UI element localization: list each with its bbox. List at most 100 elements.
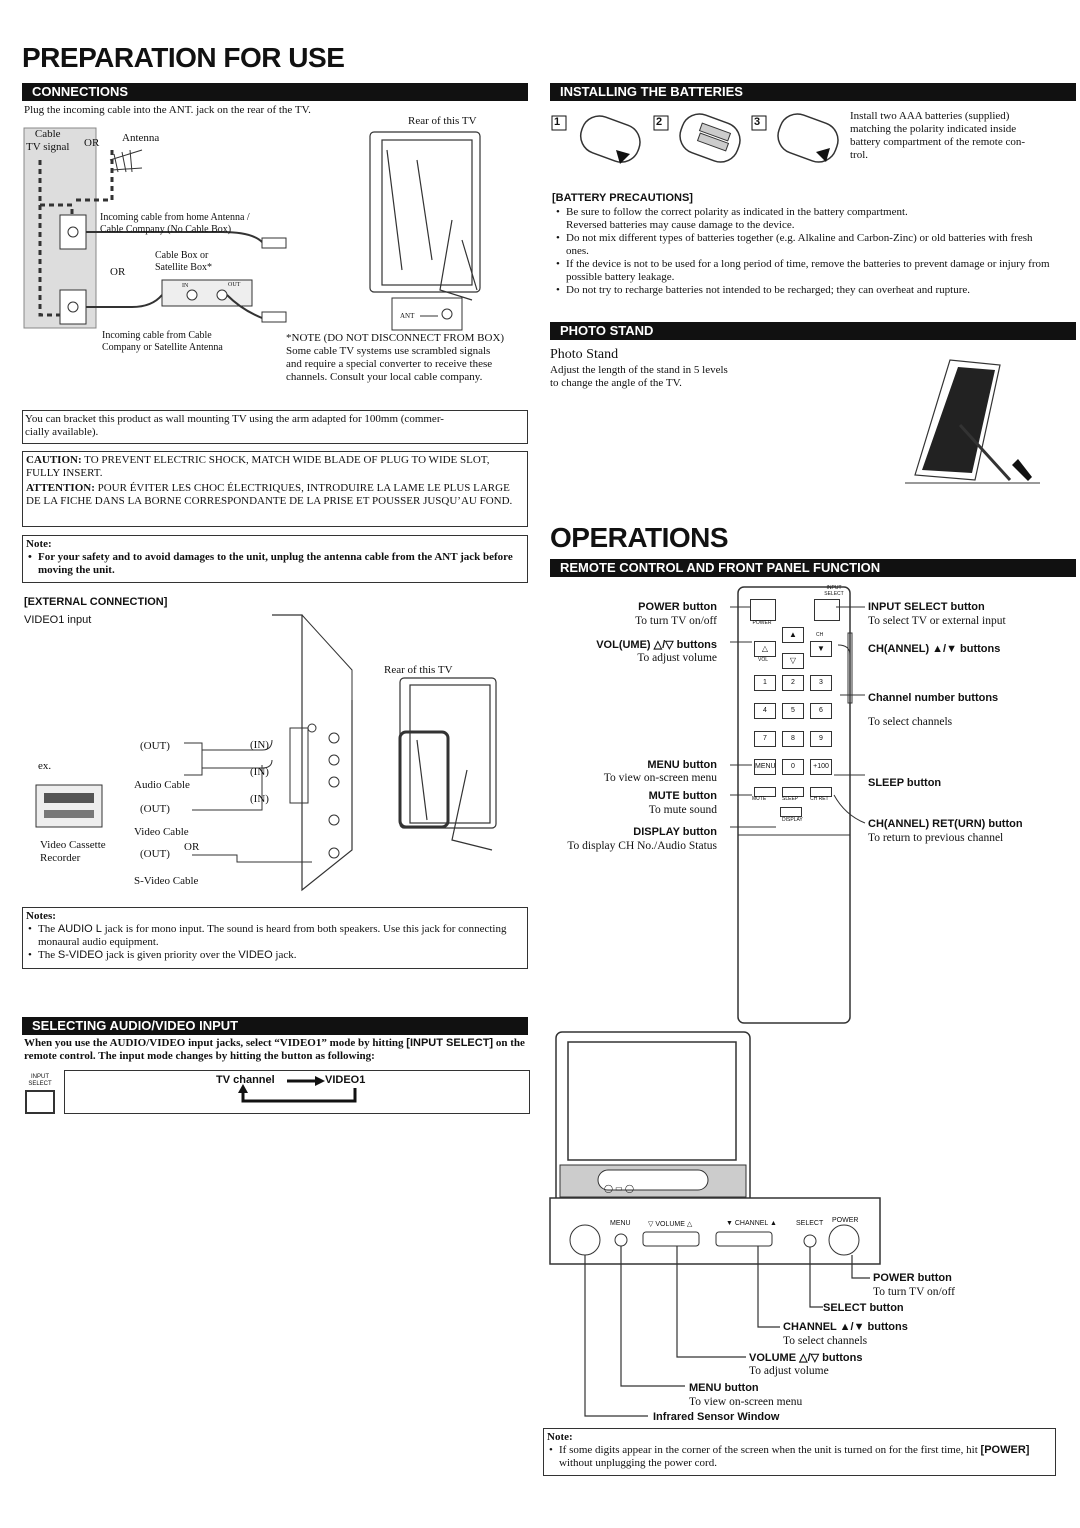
- front-volume-buttons-label: VOLUME △/▽ buttons: [749, 1352, 863, 1364]
- channel-buttons-label: CH(ANNEL) ▲/▼ buttons: [868, 643, 1001, 655]
- battery-step-3: 3: [754, 116, 761, 128]
- remote-key-1[interactable]: 1: [754, 675, 776, 691]
- connections-intro: Plug the incoming cable into the ANT. ja…: [24, 104, 311, 116]
- front-volume-label: ▽ VOLUME △: [648, 1221, 693, 1228]
- note-box-3: Note: If some digits appear in the corne…: [543, 1428, 1056, 1476]
- vcr-label: Video Cassette Recorder: [40, 839, 106, 864]
- antenna-label: Antenna: [122, 132, 160, 144]
- channel-number-buttons-desc: To select channels: [868, 716, 953, 728]
- ant-jack-label: ANT: [400, 312, 415, 320]
- remote-vol-up-button[interactable]: △: [754, 641, 776, 657]
- front-logo: ◯ ▭ ◯: [604, 1184, 634, 1193]
- cable-note: *NOTE (DO NOT DISCONNECT FROM BOX) Some …: [286, 332, 505, 383]
- external-connection-diagram: Rear of this TV ex. (OUT) (IN) (IN) Audi…: [22, 610, 530, 905]
- antenna-connection-diagram: Cable TV signal OR Antenna Rear of this …: [22, 115, 530, 400]
- remote-key-6[interactable]: 6: [810, 703, 832, 719]
- input-select-button-desc: To select TV or external input: [868, 615, 1006, 627]
- remote-power-button[interactable]: [750, 599, 776, 621]
- remote-sleep-button[interactable]: [782, 787, 804, 797]
- rear-tv-label-1: Rear of this TV: [408, 115, 477, 127]
- in-label-3: (IN): [250, 793, 269, 805]
- key-display-label: DISPLAY: [782, 817, 803, 823]
- remote-key-7[interactable]: 7: [754, 731, 776, 747]
- remote-ch-down-button[interactable]: ▼: [810, 641, 832, 657]
- front-volume-buttons-desc: To adjust volume: [749, 1365, 829, 1377]
- caution-text: TO PREVENT ELECTRIC SHOCK, MATCH WIDE BL…: [26, 454, 490, 479]
- cable-tv-signal-label: Cable TV signal: [26, 128, 70, 153]
- remote-key-5[interactable]: 5: [782, 703, 804, 719]
- note3-text: If some digits appear in the corner of t…: [547, 1444, 1052, 1470]
- mute-button-desc: To mute sound: [648, 804, 717, 816]
- remote-chret-button[interactable]: [810, 787, 832, 797]
- selecting-text: When you use the AUDIO/VIDEO input jacks…: [24, 1037, 525, 1062]
- remote-key-3[interactable]: 3: [810, 675, 832, 691]
- remote-key-0[interactable]: 0: [782, 759, 804, 775]
- video1-label: VIDEO1: [325, 1074, 366, 1086]
- menu-button-label: MENU button: [647, 759, 717, 771]
- front-panel-diagram: ◯ ▭ ◯ MENU ▽ VOLUME △ ▼ CHANNEL ▲ SELECT…: [548, 1030, 888, 1430]
- remote-key-2[interactable]: 2: [782, 675, 804, 691]
- front-channel-label: ▼ CHANNEL ▲: [726, 1220, 777, 1227]
- notes2-item-1: The AUDIO L jack is for mono input. The …: [26, 923, 524, 949]
- front-select-label: SELECT: [796, 1220, 824, 1227]
- front-panel-svg: [549, 1031, 881, 1417]
- front-select-button-label: SELECT button: [823, 1302, 904, 1314]
- note3-title: Note:: [547, 1431, 573, 1443]
- tv-channel-label: TV channel: [216, 1074, 275, 1086]
- remote-header: REMOTE CONTROL AND FRONT PANEL FUNCTION: [550, 559, 1076, 577]
- or-label-1: OR: [84, 137, 100, 149]
- remote-ch-up-button[interactable]: ▲: [782, 627, 804, 643]
- remote-key-9[interactable]: 9: [810, 731, 832, 747]
- input-cycle-arrows: [238, 1076, 357, 1103]
- front-menu-label: MENU: [610, 1220, 631, 1227]
- remote-input-select-button[interactable]: [814, 599, 840, 621]
- out-label-2: (OUT): [140, 803, 170, 815]
- wall-mount-box: You can bracket this product as wall mou…: [22, 410, 528, 444]
- incoming-cable-label: Incoming cable from Cable Company or Sat…: [102, 330, 223, 353]
- attention-text: POUR ÉVITER LES CHOC ÉLECTRIQUES, INTROD…: [26, 482, 513, 507]
- external-connection-title: [EXTERNAL CONNECTION]: [24, 596, 168, 608]
- key-chret-label: CH RET: [810, 796, 829, 802]
- battery-precaution-2: Do not mix different types of batteries …: [554, 232, 1054, 258]
- box-out-label: OUT: [228, 282, 241, 288]
- batteries-header: INSTALLING THE BATTERIES: [550, 83, 1076, 101]
- key-sleep-label: SLEEP: [782, 796, 799, 802]
- input-select-small-label: INPUT SELECT: [28, 1074, 52, 1087]
- sleep-button-label: SLEEP button: [868, 777, 942, 789]
- key-mute-label: MUTE: [752, 796, 767, 802]
- cable-box-label: Cable Box or Satellite Box*: [155, 250, 212, 273]
- remote-key-8[interactable]: 8: [782, 731, 804, 747]
- front-menu-button-desc: To view on-screen menu: [689, 1396, 803, 1408]
- front-power-label: POWER: [832, 1217, 859, 1224]
- ex-label: ex.: [38, 760, 52, 772]
- batteries-text: Install two AAA batteries (supplied) mat…: [850, 110, 1026, 161]
- rear-tv-label-2: Rear of this TV: [384, 664, 453, 676]
- notes2-item-2: The S-VIDEO jack is given priority over …: [26, 949, 524, 962]
- remote-key-4[interactable]: 4: [754, 703, 776, 719]
- infrared-sensor-label: Infrared Sensor Window: [653, 1411, 780, 1423]
- remote-mute-button[interactable]: [754, 787, 776, 797]
- front-power-button-label: POWER button: [873, 1272, 952, 1284]
- operations-title: OPERATIONS: [550, 522, 729, 553]
- photo-stand-svg: [905, 359, 1040, 484]
- battery-precaution-3: If the device is not to be used for a lo…: [554, 258, 1054, 284]
- remote-svg: [730, 586, 866, 1024]
- page-title: PREPARATION FOR USE: [22, 42, 345, 73]
- display-button-desc: To display CH No./Audio Status: [567, 840, 717, 852]
- antenna-diagram-svg: [23, 127, 481, 331]
- caution-box: CAUTION: TO PREVENT ELECTRIC SHOCK, MATC…: [22, 451, 528, 527]
- key-ch-label: CH: [816, 632, 824, 638]
- remote-display-button[interactable]: [780, 807, 802, 817]
- incoming-home-label: Incoming cable from home Antenna / Cable…: [100, 212, 250, 235]
- svideo-cable-label: S-Video Cable: [134, 875, 199, 887]
- remote-vol-down-button[interactable]: ▽: [782, 653, 804, 669]
- mute-button-label: MUTE button: [648, 790, 717, 802]
- remote-menu-button[interactable]: MENU: [754, 759, 776, 775]
- attention-label: ATTENTION:: [26, 482, 95, 494]
- channel-number-buttons-label: Channel number buttons: [868, 692, 999, 704]
- selecting-header: SELECTING AUDIO/VIDEO INPUT: [22, 1017, 528, 1035]
- key-power-label: POWER: [752, 620, 772, 626]
- remote-key-100[interactable]: +100: [810, 759, 832, 775]
- in-label-1: (IN): [250, 739, 269, 751]
- in-label-2: (IN): [250, 766, 269, 778]
